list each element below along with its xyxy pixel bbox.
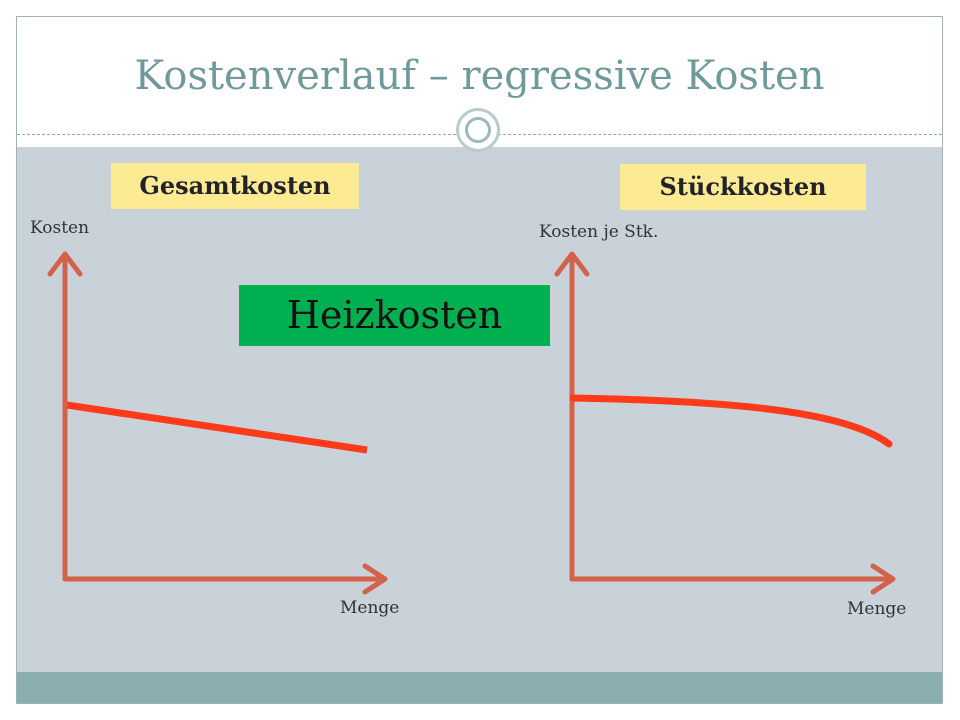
left-y-axis-label: Kosten (30, 218, 90, 238)
right-x-axis-label: Menge (847, 599, 907, 619)
right-x-arrow-icon (870, 563, 896, 595)
cost-diagrams (47, 251, 896, 595)
right-axes (554, 251, 896, 595)
right-y-axis-label: Kosten je Stk. (539, 222, 659, 242)
left-axes (47, 251, 388, 595)
gesamtkosten-label: Gesamtkosten (111, 163, 359, 209)
stueckkosten-curve (569, 394, 893, 448)
footer-band (17, 672, 942, 703)
left-y-arrow-icon (47, 251, 83, 277)
gesamtkosten-curve (66, 401, 368, 454)
circle-ornament-icon (456, 108, 500, 152)
right-y-arrow-icon (554, 251, 590, 277)
stueckkosten-label: Stückkosten (620, 164, 866, 210)
circle-ornament-inner (465, 117, 491, 143)
left-x-axis-label: Menge (340, 598, 400, 618)
slide-title: Kostenverlauf – regressive Kosten (134, 53, 825, 99)
heizkosten-box: Heizkosten (239, 285, 550, 346)
slide: Kostenverlauf – regressive Kosten Gesamt… (16, 16, 943, 704)
left-x-arrow-icon (362, 563, 388, 595)
